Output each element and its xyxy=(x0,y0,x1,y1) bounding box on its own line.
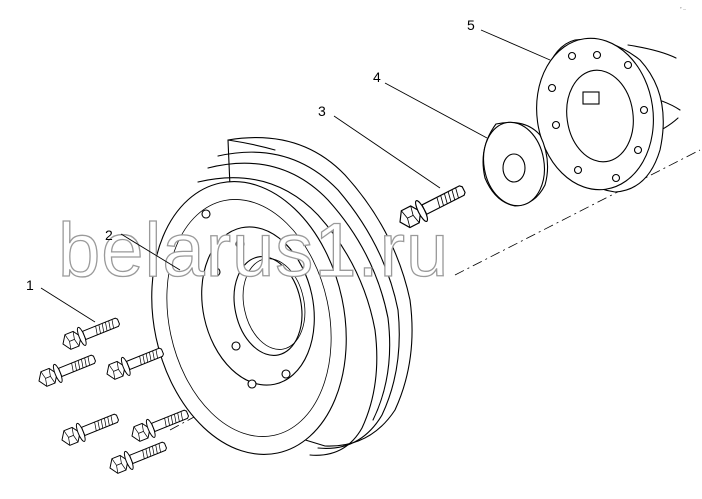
part-pulley xyxy=(151,137,413,456)
corner-code: ° ... xyxy=(680,6,686,11)
watermark: belarus1.ru xyxy=(58,208,449,293)
bolt-c xyxy=(102,342,167,384)
callout-2: 2 xyxy=(105,227,113,243)
callout-3: 3 xyxy=(318,103,326,119)
callout-4: 4 xyxy=(373,69,381,85)
leader-3 xyxy=(333,115,441,189)
callout-1: 1 xyxy=(26,277,34,293)
part-hub-flange xyxy=(536,37,681,193)
bolt-a xyxy=(58,312,123,354)
bolt-d xyxy=(57,408,122,450)
leader-1 xyxy=(40,287,96,323)
bolt-f xyxy=(105,436,170,478)
leader-5 xyxy=(480,29,551,61)
leader-2 xyxy=(120,233,181,271)
callout-5: 5 xyxy=(467,17,475,33)
part-spacer-washer xyxy=(482,121,549,207)
bolt-e xyxy=(127,404,192,446)
leader-4 xyxy=(384,82,488,139)
bolt-b xyxy=(34,349,99,391)
